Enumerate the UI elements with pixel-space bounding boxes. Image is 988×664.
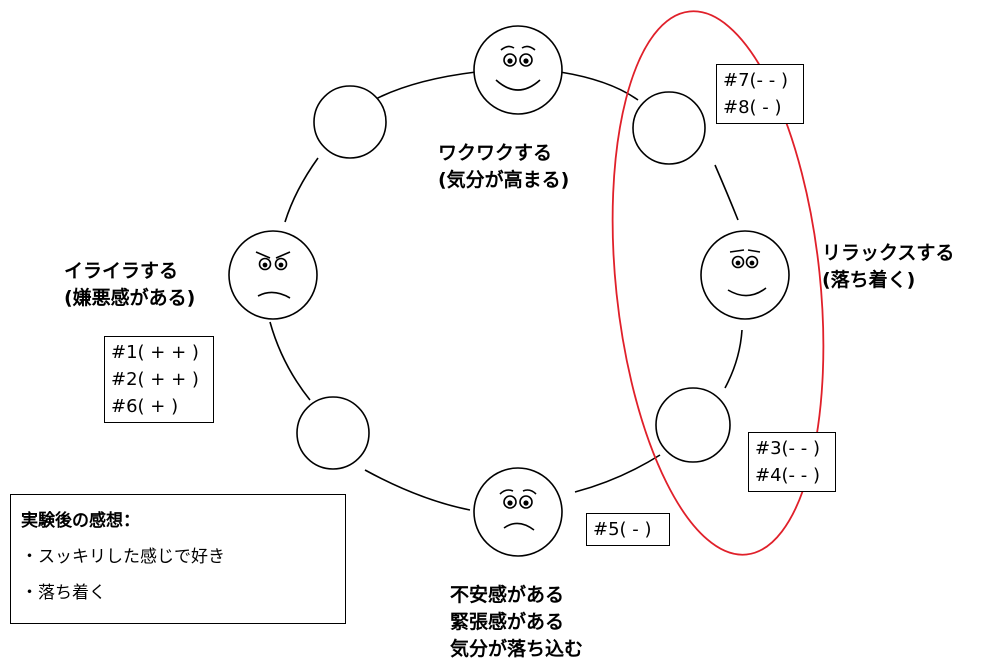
score-box-lower-right: #3(- - ) #4(- - ) bbox=[748, 432, 836, 492]
score-box-left: #1( + + ) #2( + + ) #6( + ) bbox=[104, 336, 214, 423]
irritated-label: イライラする (嫌悪感がある) bbox=[64, 260, 196, 309]
ring-arc bbox=[284, 157, 319, 223]
notes-item: ・落ち着く bbox=[21, 583, 106, 603]
ring-arc bbox=[559, 71, 639, 101]
excited-label: ワクワクする (気分が高まる) bbox=[438, 142, 570, 191]
post-experiment-notes: 実験後の感想： ・スッキリした感じで好き ・落ち着く bbox=[10, 494, 346, 624]
score-entry: #4(- - ) bbox=[755, 465, 821, 486]
ring-arc bbox=[364, 469, 471, 511]
score-entry: #3(- - ) bbox=[755, 438, 821, 459]
score-entry: #6( + ) bbox=[111, 396, 179, 417]
empty-node bbox=[296, 396, 370, 470]
ring-arc bbox=[724, 329, 743, 389]
score-entry: #8( - ) bbox=[723, 97, 782, 118]
anxious-label: 不安感がある 緊張感がある 気分が落ち込む bbox=[450, 584, 584, 660]
relaxed-face-icon bbox=[700, 230, 790, 320]
score-box-bottom: #5( - ) bbox=[586, 513, 670, 546]
empty-node bbox=[632, 91, 706, 165]
ring-arc bbox=[369, 71, 477, 103]
score-box-upper-right: #7(- - ) #8( - ) bbox=[716, 64, 804, 124]
empty-node bbox=[655, 387, 731, 463]
ring-connectors bbox=[269, 71, 743, 511]
score-entry: #2( + + ) bbox=[111, 369, 199, 390]
score-entry: #5( - ) bbox=[593, 519, 652, 540]
excited-face-icon bbox=[473, 25, 563, 115]
notes-title: 実験後の感想： bbox=[21, 511, 140, 531]
highlight-ellipse bbox=[611, 10, 825, 556]
anxious-face-icon bbox=[473, 467, 563, 557]
score-entry: #1( + + ) bbox=[111, 342, 199, 363]
ring-arc bbox=[269, 321, 311, 401]
score-entry: #7(- - ) bbox=[723, 70, 789, 91]
empty-node bbox=[313, 85, 387, 159]
ring-arc bbox=[714, 164, 739, 221]
notes-item: ・スッキリした感じで好き bbox=[21, 547, 225, 567]
ring-arc bbox=[574, 454, 661, 493]
relaxed-label: リラックスする (落ち着く) bbox=[822, 242, 955, 291]
irritated-face-icon bbox=[228, 230, 318, 320]
